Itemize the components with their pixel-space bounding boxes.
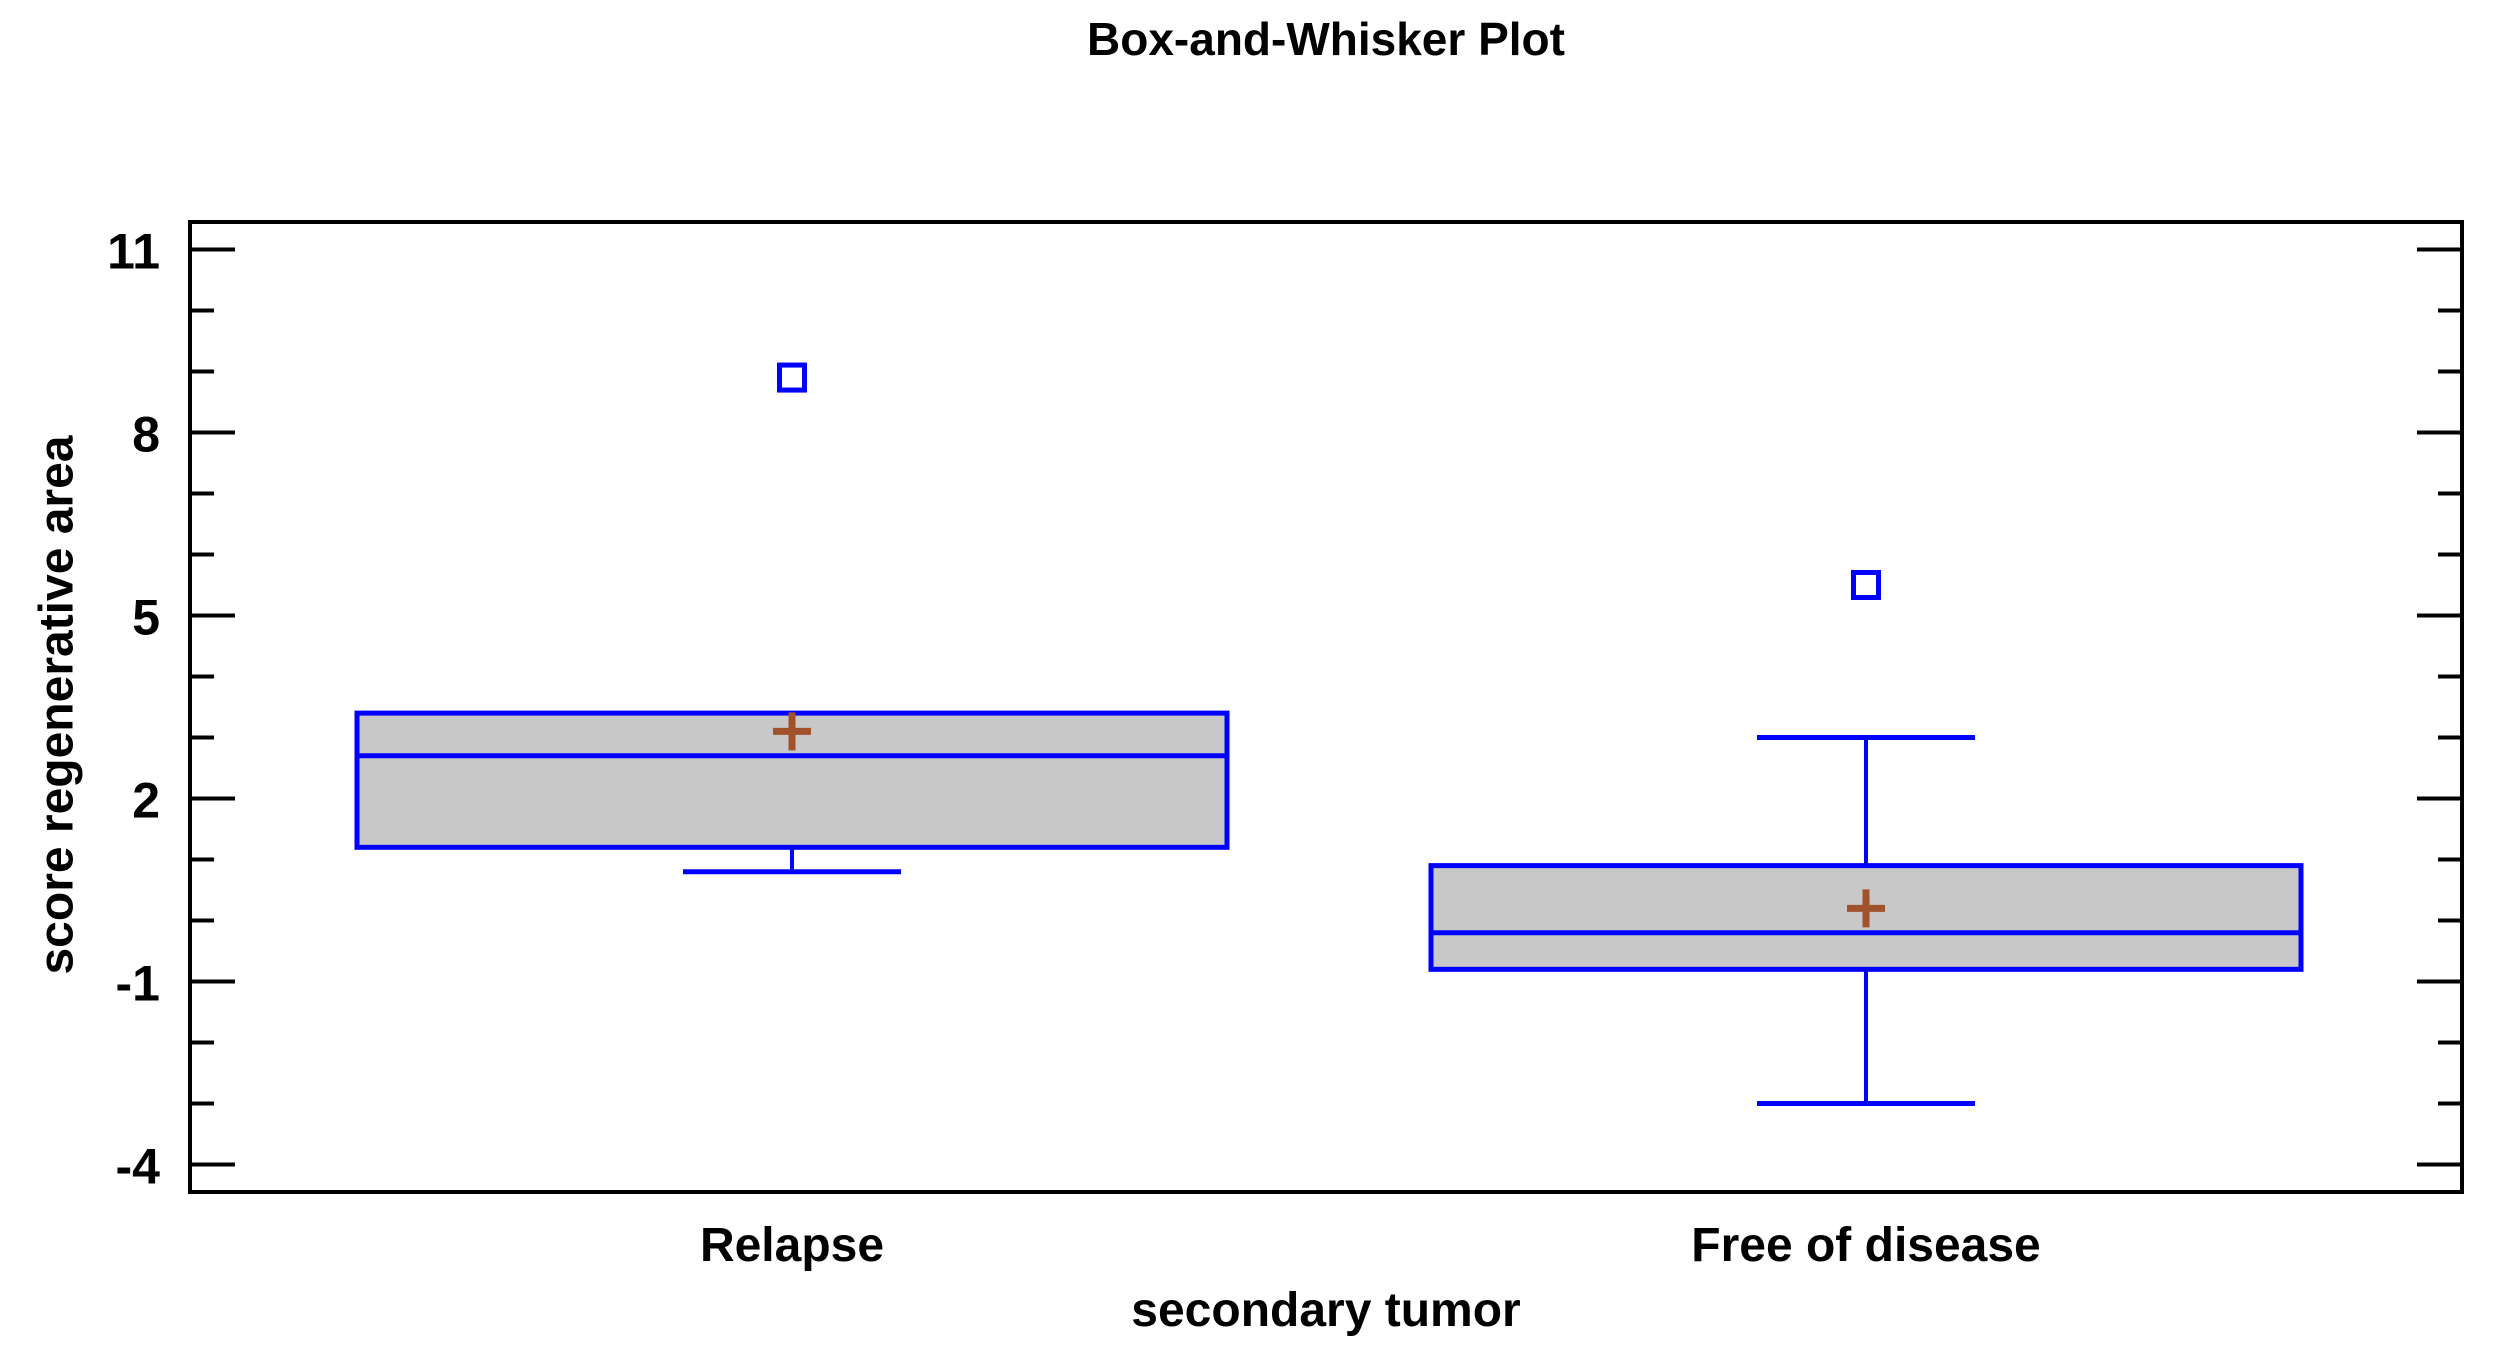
y-tick-label: 5 [132, 589, 160, 645]
y-tick-label: -1 [116, 956, 160, 1012]
x-axis-title: secondary tumor [1131, 1284, 1521, 1337]
outlier-marker [1851, 569, 1881, 600]
x-category-label-free-of-disease: Free of disease [1691, 1219, 2041, 1272]
y-tick-label: -4 [116, 1139, 161, 1195]
outlier-marker [777, 362, 807, 393]
y-tick-label: 8 [132, 406, 160, 462]
chart-title: Box-and-Whisker Plot [1087, 13, 1565, 65]
x-category-label-relapse: Relapse [699, 1219, 885, 1272]
y-tick-label: 2 [132, 773, 160, 829]
plot-border [188, 220, 2464, 1194]
y-tick-label: 11 [107, 223, 160, 279]
